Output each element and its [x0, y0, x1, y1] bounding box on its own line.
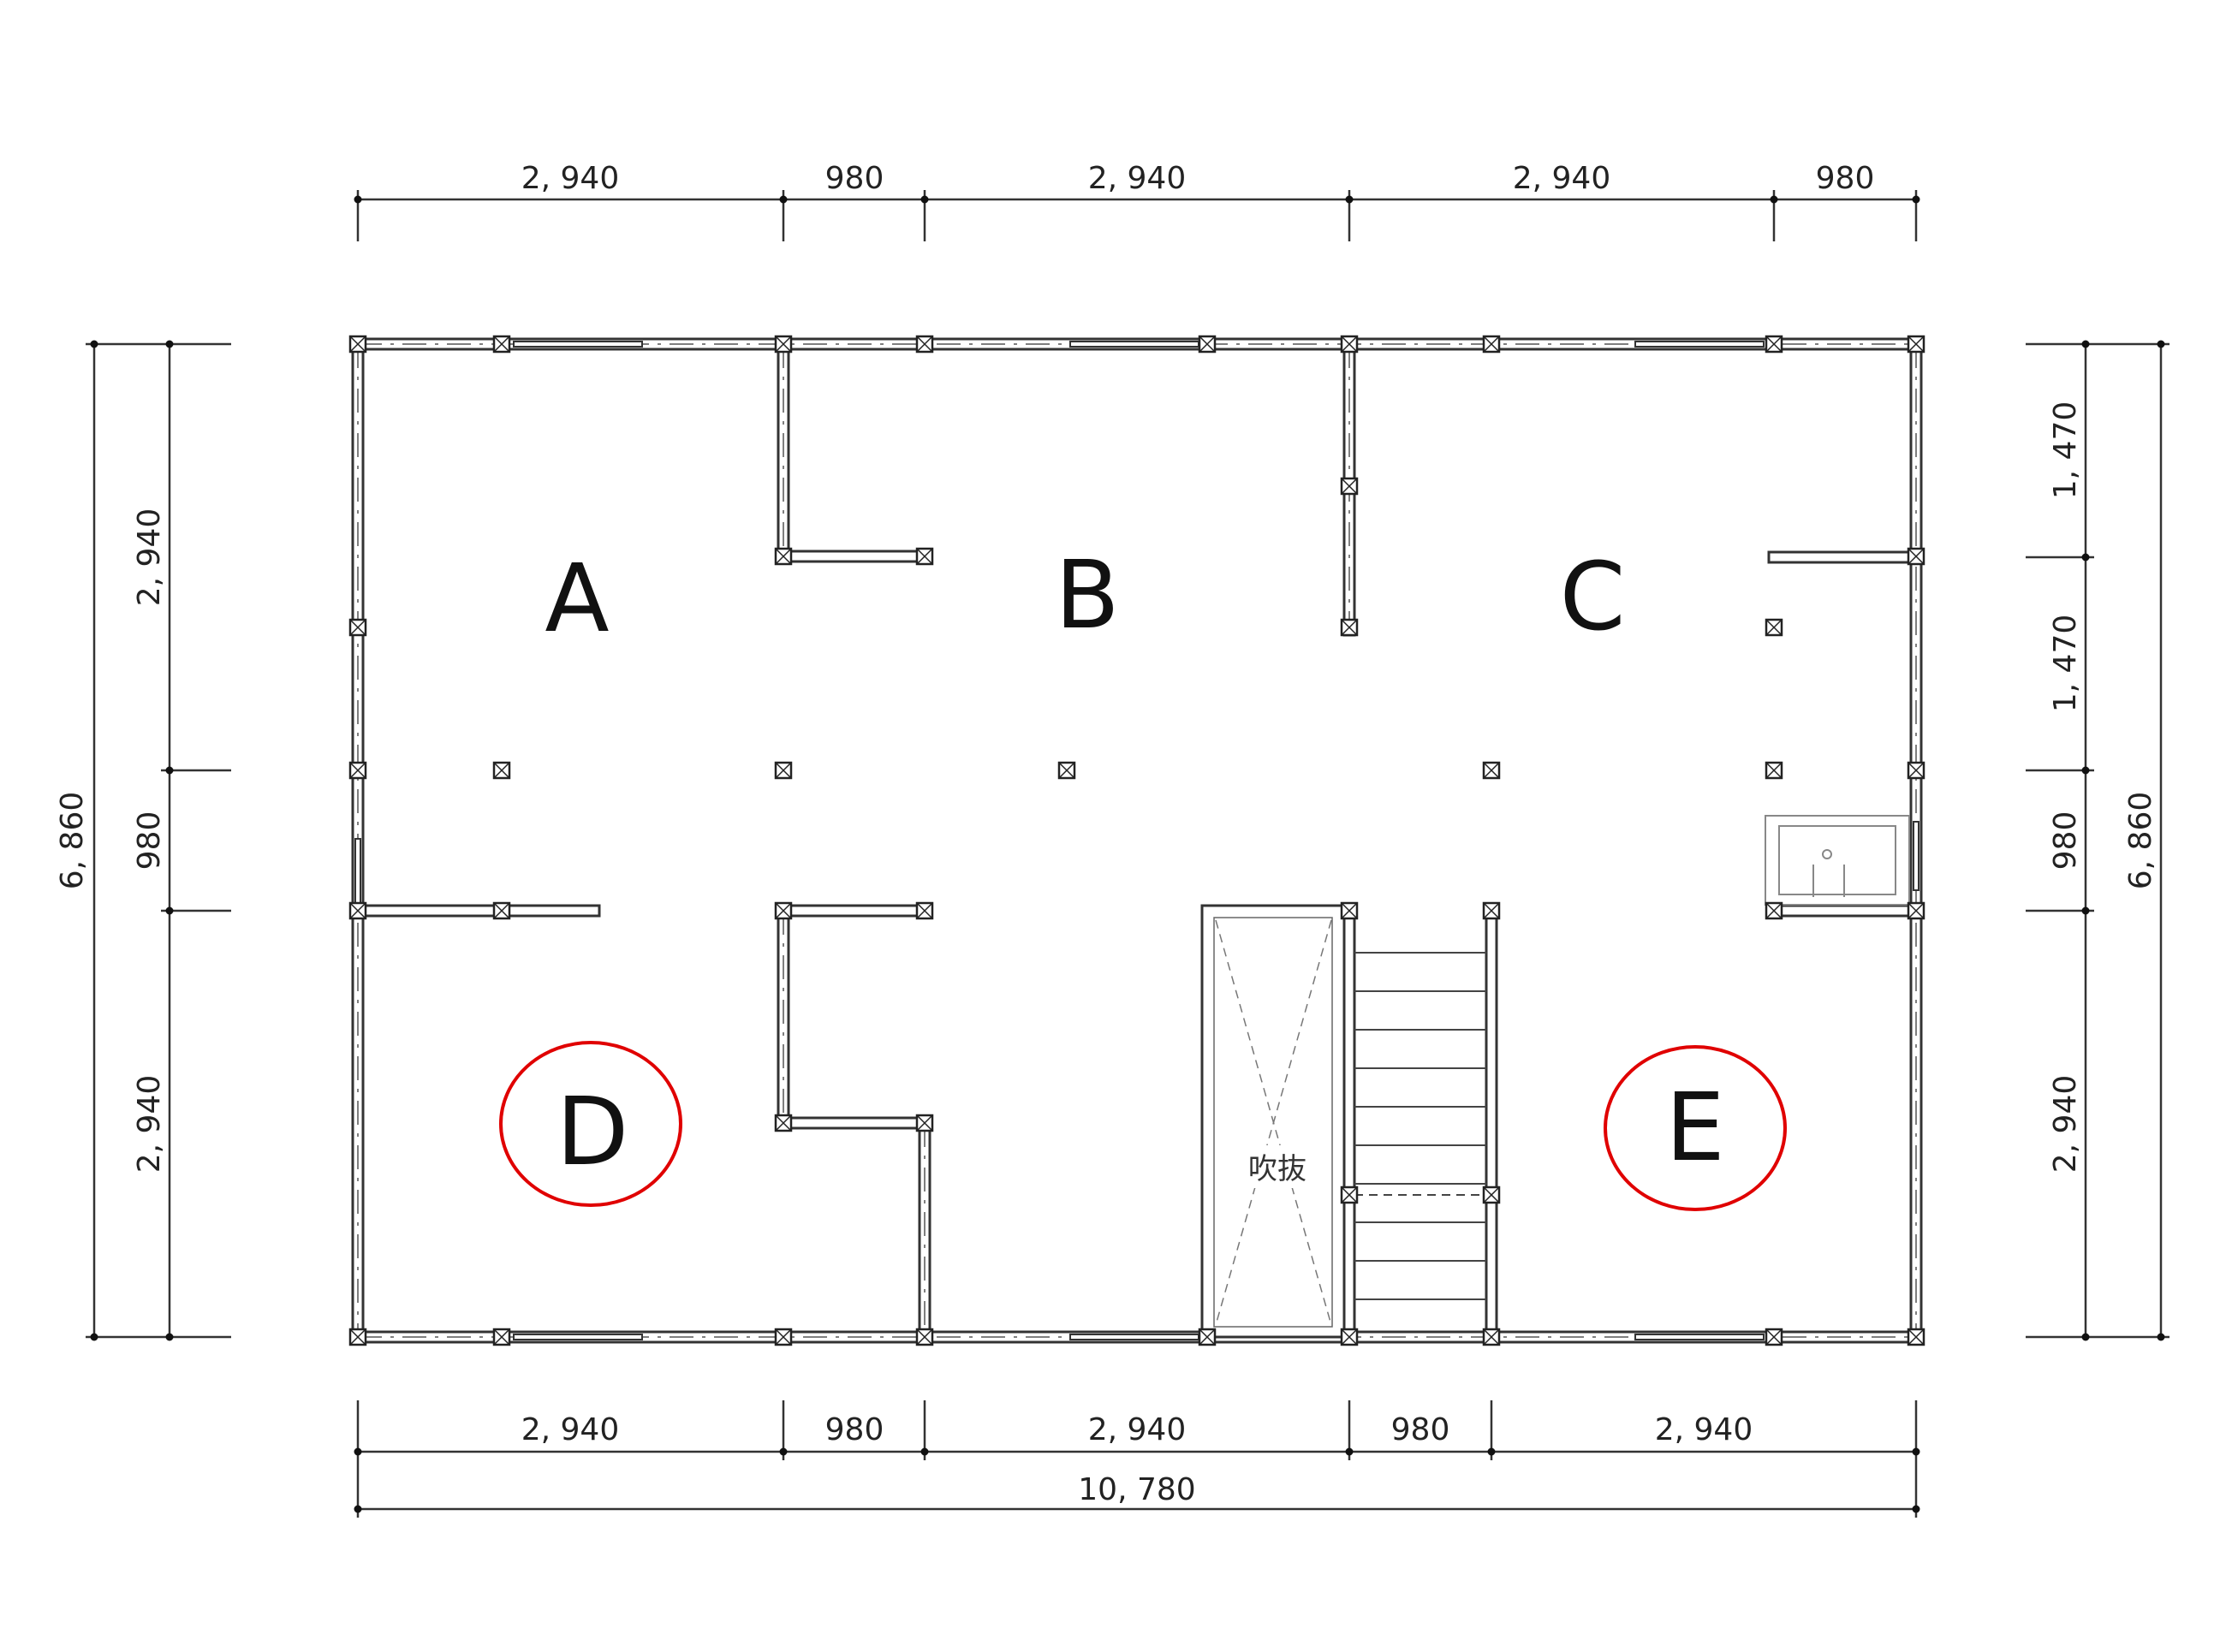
stair [1354, 952, 1486, 1300]
column-marker [492, 1328, 511, 1346]
walls [351, 337, 1923, 1344]
sink-fixture [1765, 815, 1910, 906]
column-marker [1340, 618, 1359, 637]
column-marker [774, 901, 793, 920]
column-marker [348, 761, 367, 780]
column-marker [774, 335, 793, 354]
void-label: 吹抜 [1248, 1152, 1306, 1186]
room-label-b: B [1055, 540, 1119, 650]
dim-bottom-4: 980 [1391, 1412, 1450, 1447]
column-marker [1057, 761, 1076, 780]
columns [348, 335, 1925, 1346]
dim-top-3: 2, 940 [1088, 161, 1187, 196]
column-marker [915, 1328, 934, 1346]
dim-left-1: 2, 940 [132, 508, 167, 607]
dim-bottom-3: 2, 940 [1088, 1412, 1187, 1447]
column-marker [1765, 618, 1783, 637]
dimension-labels: 2, 940 980 2, 940 2, 940 980 2, 940 980 … [55, 161, 2158, 1507]
column-marker [348, 1328, 367, 1346]
dim-right-1: 1, 470 [2048, 401, 2083, 500]
column-marker [774, 1114, 793, 1132]
column-marker [1198, 1328, 1217, 1346]
column-marker [1765, 1328, 1783, 1346]
column-marker [1482, 761, 1501, 780]
dim-right-4: 2, 940 [2048, 1075, 2083, 1174]
column-marker [1340, 335, 1359, 354]
column-marker [915, 901, 934, 920]
column-marker [492, 901, 511, 920]
column-marker [1482, 1186, 1501, 1204]
column-marker [1482, 335, 1501, 354]
column-marker [1482, 901, 1501, 920]
column-marker [1198, 335, 1217, 354]
column-marker [1765, 335, 1783, 354]
column-marker [915, 1114, 934, 1132]
room-labels: A B C D E [545, 540, 1724, 1186]
column-marker [774, 761, 793, 780]
dim-top-1: 2, 940 [521, 161, 620, 196]
dimension-lines [86, 190, 2169, 1518]
dim-top-2: 980 [825, 161, 884, 196]
dim-top-5: 980 [1816, 161, 1875, 196]
column-marker [1340, 901, 1359, 920]
column-marker [915, 547, 934, 566]
column-marker [774, 1328, 793, 1346]
column-marker [492, 761, 511, 780]
column-marker [1907, 335, 1925, 354]
column-marker [1765, 901, 1783, 920]
highlight-circle-e [1604, 1045, 1787, 1211]
dim-right-total: 6, 860 [2123, 792, 2158, 890]
column-marker [1907, 761, 1925, 780]
windows [354, 341, 1919, 1340]
room-label-d: D [556, 1077, 629, 1186]
room-label-c: C [1560, 542, 1626, 651]
room-label-a: A [545, 544, 609, 653]
column-marker [774, 547, 793, 566]
dim-left-3: 2, 940 [132, 1075, 167, 1174]
column-marker [348, 901, 367, 920]
dim-right-3: 980 [2048, 811, 2083, 871]
column-marker [348, 618, 367, 637]
dim-bottom-1: 2, 940 [521, 1412, 620, 1447]
column-marker [1340, 1186, 1359, 1204]
void-area: 吹抜 [1200, 904, 1346, 1339]
dimension-dots [90, 195, 2165, 1513]
column-marker [915, 335, 934, 354]
column-marker [1907, 901, 1925, 920]
column-marker [1907, 1328, 1925, 1346]
dim-top-4: 2, 940 [1513, 161, 1611, 196]
wall-centerlines [357, 343, 1917, 1338]
column-marker [1340, 477, 1359, 496]
dim-right-2: 1, 470 [2048, 615, 2083, 713]
column-marker [1765, 761, 1783, 780]
column-marker [492, 335, 511, 354]
column-marker [1340, 1328, 1359, 1346]
dim-bottom-5: 2, 940 [1655, 1412, 1753, 1447]
column-marker [348, 335, 367, 354]
column-marker [1907, 547, 1925, 566]
highlight-circle-d [499, 1041, 682, 1207]
dim-left-total: 6, 860 [55, 792, 90, 890]
highlight-marks [499, 1041, 1787, 1211]
dim-bottom-2: 980 [825, 1412, 884, 1447]
room-label-e: E [1665, 1073, 1725, 1182]
dim-left-2: 980 [132, 811, 167, 871]
dim-bottom-total: 10, 780 [1078, 1472, 1195, 1507]
column-marker [1482, 1328, 1501, 1346]
